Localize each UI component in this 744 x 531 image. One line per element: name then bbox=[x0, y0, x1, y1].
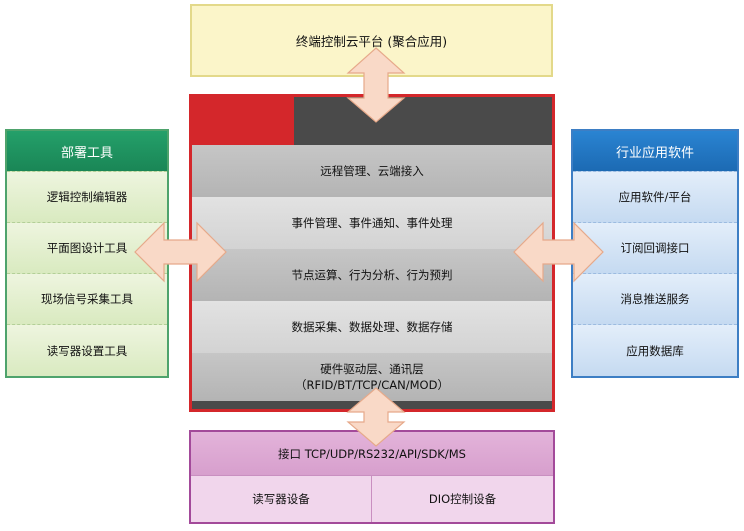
arrow-cloud-core bbox=[346, 47, 406, 123]
core-header-red-block bbox=[192, 97, 294, 145]
device-dio-controller: DIO控制设备 bbox=[372, 475, 553, 522]
core-framework: 远程管理、云端接入 事件管理、事件通知、事件处理 节点运算、行为分析、行为预判 … bbox=[189, 94, 555, 412]
layer-data-collection: 数据采集、数据处理、数据存储 bbox=[192, 301, 552, 353]
device-reader: 读写器设备 bbox=[191, 475, 372, 522]
tool-item-label: 逻辑控制编辑器 bbox=[46, 190, 128, 204]
layer-label: 事件管理、事件通知、事件处理 bbox=[291, 216, 453, 230]
tool-item: 逻辑控制编辑器 bbox=[7, 171, 167, 222]
device-label: 读写器设备 bbox=[252, 492, 310, 506]
deployment-tools-panel: 部署工具 逻辑控制编辑器 平面图设计工具 现场信号采集工具 读写器设置工具 bbox=[5, 129, 169, 378]
tool-item: 现场信号采集工具 bbox=[7, 273, 167, 324]
app-item: 应用软件/平台 bbox=[573, 171, 737, 222]
arrow-tools-core bbox=[134, 221, 227, 283]
device-label: DIO控制设备 bbox=[428, 492, 497, 506]
panel-title: 行业应用软件 bbox=[615, 145, 694, 161]
core-header-dark-block bbox=[294, 97, 552, 145]
tool-item-label: 平面图设计工具 bbox=[46, 241, 128, 255]
app-item-label: 应用数据库 bbox=[626, 343, 684, 358]
layer-node-computation: 节点运算、行为分析、行为预判 bbox=[192, 249, 552, 301]
layer-label: 远程管理、云端接入 bbox=[320, 164, 424, 178]
cloud-platform-label: 终端控制云平台 (聚合应用) bbox=[295, 34, 448, 49]
app-item: 应用数据库 bbox=[573, 324, 737, 376]
tool-item: 读写器设置工具 bbox=[7, 324, 167, 376]
layer-label: 节点运算、行为分析、行为预判 bbox=[291, 268, 453, 282]
app-item-label: 订阅回调接口 bbox=[620, 241, 690, 255]
tool-item-label: 读写器设置工具 bbox=[46, 343, 128, 358]
layer-event-management: 事件管理、事件通知、事件处理 bbox=[192, 197, 552, 249]
arrow-core-apps bbox=[513, 221, 604, 283]
tool-item-label: 现场信号采集工具 bbox=[41, 292, 133, 306]
app-item-label: 消息推送服务 bbox=[620, 292, 690, 306]
arrow-core-interface bbox=[346, 387, 406, 447]
industry-apps-header: 行业应用软件 bbox=[573, 131, 737, 171]
app-item: 订阅回调接口 bbox=[573, 222, 737, 273]
layer-sublabel: （RFID/BT/TCP/CAN/MOD） bbox=[295, 378, 449, 392]
layer-remote-management: 远程管理、云端接入 bbox=[192, 145, 552, 197]
layer-label: 数据采集、数据处理、数据存储 bbox=[291, 320, 453, 334]
interface-title: 接口 TCP/UDP/RS232/API/SDK/MS bbox=[278, 446, 466, 461]
panel-title: 部署工具 bbox=[60, 145, 113, 161]
layer-label: 硬件驱动层、通讯层 bbox=[320, 362, 424, 376]
app-item-label: 应用软件/平台 bbox=[618, 190, 692, 204]
interface-header: 接口 TCP/UDP/RS232/API/SDK/MS bbox=[191, 432, 553, 475]
app-item: 消息推送服务 bbox=[573, 273, 737, 324]
deployment-tools-header: 部署工具 bbox=[7, 131, 167, 171]
